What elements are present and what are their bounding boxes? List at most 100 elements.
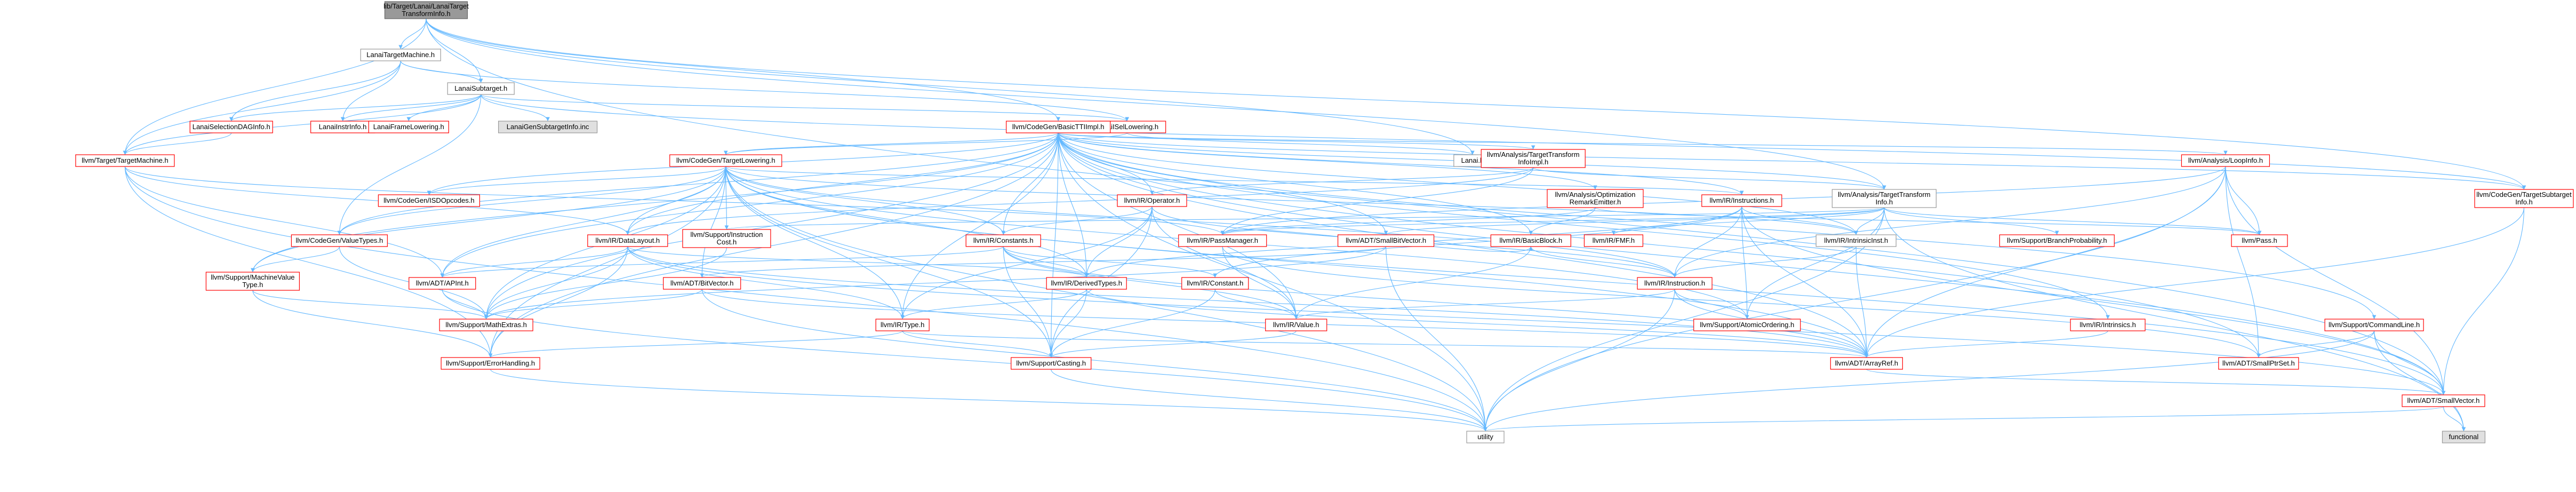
node-branch-probability[interactable]: llvm/Support/BranchProbability.h xyxy=(1999,234,2115,247)
node-label: utility xyxy=(1477,433,1493,441)
node-array-ref[interactable]: llvm/ADT/ArrayRef.h xyxy=(1830,357,1903,370)
edge-basic_tti_impl-to-cg_value_types xyxy=(337,132,1059,235)
node-label: llvm/IR/IntrinsicInst.h xyxy=(1824,236,1888,244)
node-label: llvm/CodeGen/ValueTypes.h xyxy=(295,236,383,244)
node-lanai-selection-dag[interactable]: LanaiSelectionDAGInfo.h xyxy=(189,121,273,133)
node-lanai-frame-lowering[interactable]: LanaiFrameLowering.h xyxy=(368,121,449,133)
edge-path xyxy=(427,166,726,195)
edge-path xyxy=(700,166,726,278)
node-ir-pass-manager[interactable]: llvm/IR/PassManager.h xyxy=(1178,234,1267,247)
edge-path xyxy=(400,60,1129,122)
node-ir-instructions[interactable]: llvm/IR/Instructions.h xyxy=(1701,194,1782,207)
edge-path xyxy=(481,94,1129,122)
node-ir-fmf[interactable]: llvm/IR/FMF.h xyxy=(1583,234,1644,247)
node-box xyxy=(360,49,441,61)
node-pass-h[interactable]: llvm/Pass.h xyxy=(2231,234,2288,247)
node-ir-constant[interactable]: llvm/IR/Constant.h xyxy=(1181,277,1249,290)
edge-target_transform_info-to-ir_pass_manager xyxy=(1220,207,1885,235)
node-ir-constants[interactable]: llvm/IR/Constants.h xyxy=(965,234,1041,247)
node-math-extras[interactable]: llvm/Support/MathExtras.h xyxy=(439,319,533,331)
edge-path xyxy=(488,132,1059,358)
node-small-vector[interactable]: llvm/ADT/SmallVector.h xyxy=(2402,394,2485,407)
node-ir-basic-block[interactable]: llvm/IR/BasicBlock.h xyxy=(1490,234,1571,247)
edge-path xyxy=(440,246,1004,278)
edge-path xyxy=(725,166,1053,358)
edge-lanai_subtarget-to-cg_value_types xyxy=(337,94,482,235)
edge-target_lowering-to-adt_apint xyxy=(440,166,726,278)
node-target-lowering[interactable]: llvm/CodeGen/TargetLowering.h xyxy=(669,154,782,167)
node-loop-info[interactable]: llvm/Analysis/LoopInfo.h xyxy=(2181,154,2270,167)
node-lanai-target-machine[interactable]: LanaiTargetMachine.h xyxy=(360,49,441,61)
edge-root-to-lanai_h xyxy=(426,18,1475,155)
node-atomic-ordering[interactable]: llvm/Support/AtomicOrdering.h xyxy=(1693,319,1801,331)
node-lanai-instr-info[interactable]: LanaiInstrInfo.h xyxy=(310,121,375,133)
edge-target_transform_info-to-instruction_cost xyxy=(725,207,1885,230)
edge-path xyxy=(1049,132,1059,358)
node-ir-instruction[interactable]: llvm/IR/Instruction.h xyxy=(1637,277,1713,290)
node-cg-value-types[interactable]: llvm/CodeGen/ValueTypes.h xyxy=(291,234,388,247)
node-ir-derived-types[interactable]: llvm/IR/DerivedTypes.h xyxy=(1046,277,1127,290)
node-ir-intrinsics2[interactable]: llvm/IR/Intrinsics.h xyxy=(2070,319,2146,331)
node-adt-apint[interactable]: llvm/ADT/APInt.h xyxy=(409,277,476,290)
edge-path xyxy=(1865,207,2525,358)
node-opt-remark[interactable]: llvm/Analysis/OptimizationRemarkEmitter.… xyxy=(1547,189,1644,208)
node-casting[interactable]: llvm/Support/Casting.h xyxy=(1011,357,1092,370)
node-error-handling[interactable]: llvm/Support/ErrorHandling.h xyxy=(441,357,540,370)
edge-path xyxy=(1003,246,1869,358)
node-ir-intrinsics[interactable]: llvm/IR/IntrinsicInst.h xyxy=(1815,234,1897,247)
node-box xyxy=(205,272,300,291)
node-label: Lanai.h xyxy=(1461,156,1484,164)
node-box xyxy=(1831,189,1937,208)
node-ir-data-layout[interactable]: llvm/IR/DataLayout.h xyxy=(587,234,668,247)
edge-lanai_target_machine-to-lanai_selection_dag xyxy=(229,60,401,122)
edge-lanai_isel_lowering-to-lanai_h xyxy=(1126,132,1475,155)
node-ir-type[interactable]: llvm/IR/Type.h xyxy=(875,319,930,331)
node-command-line[interactable]: llvm/Support/CommandLine.h xyxy=(2324,319,2424,331)
node-lanai-subtarget[interactable]: LanaiSubtarget.h xyxy=(447,82,515,95)
edge-target_transform_info-to-branch_probability xyxy=(1884,207,2059,235)
node-isd-opcodes[interactable]: llvm/CodeGen/ISDOpcodes.h xyxy=(378,194,481,207)
edge-path xyxy=(2257,330,2375,358)
edge-target_lowering-to-casting xyxy=(725,166,1053,358)
node-ir-operator[interactable]: llvm/IR/Operator.h xyxy=(1117,194,1187,207)
edge-basic_tti_impl-to-ir_value xyxy=(1058,132,1299,320)
edge-ir_intrinsics-to-ir_instruction xyxy=(1673,246,1857,278)
edge-basic_tti_impl-to-ir_intrinsics2 xyxy=(1058,132,2110,320)
edge-target_machine-to-ir_data_layout xyxy=(124,166,630,235)
node-box xyxy=(1637,277,1713,290)
edge-path xyxy=(123,94,482,155)
node-basic-tti-impl[interactable]: llvm/CodeGen/BasicTTIImpl.h xyxy=(1006,121,1111,133)
edge-path xyxy=(2225,166,2261,358)
edge-command_line-to-functional xyxy=(2374,330,2466,432)
edge-ir_type-to-casting xyxy=(902,330,1053,358)
node-box xyxy=(1547,189,1644,208)
node-ir-value[interactable]: llvm/IR/Value.h xyxy=(1265,319,1327,331)
edge-path xyxy=(1884,207,2262,235)
node-adt-small-bit-vector[interactable]: llvm/ADT/SmallBitVector.h xyxy=(1337,234,1435,247)
edge-path xyxy=(251,246,340,273)
edge-path xyxy=(725,166,905,320)
node-target-machine[interactable]: llvm/Target/TargetMachine.h xyxy=(75,154,175,167)
edge-path xyxy=(627,246,905,320)
edge-path xyxy=(1058,132,2446,395)
node-box xyxy=(447,82,515,95)
edge-path xyxy=(1150,167,1534,195)
edge-path xyxy=(2374,330,2466,432)
edge-path xyxy=(489,330,903,358)
node-adt-bit-vector[interactable]: llvm/ADT/BitVector.h xyxy=(663,277,741,290)
edge-path xyxy=(426,18,2526,190)
edge-path xyxy=(484,246,1387,320)
node-utility[interactable]: utility xyxy=(1466,431,1505,443)
node-label: llvm/IR/Constants.h xyxy=(973,236,1034,244)
node-box xyxy=(75,154,175,167)
edge-path xyxy=(426,18,2446,395)
node-small-ptr-set[interactable]: llvm/ADT/SmallPtrSet.h xyxy=(2218,357,2299,370)
edge-ir_constants-to-array_ref xyxy=(1003,246,1869,358)
node-box xyxy=(1466,431,1505,443)
edge-lanai_subtarget-to-lanai_isel_lowering xyxy=(481,94,1129,122)
